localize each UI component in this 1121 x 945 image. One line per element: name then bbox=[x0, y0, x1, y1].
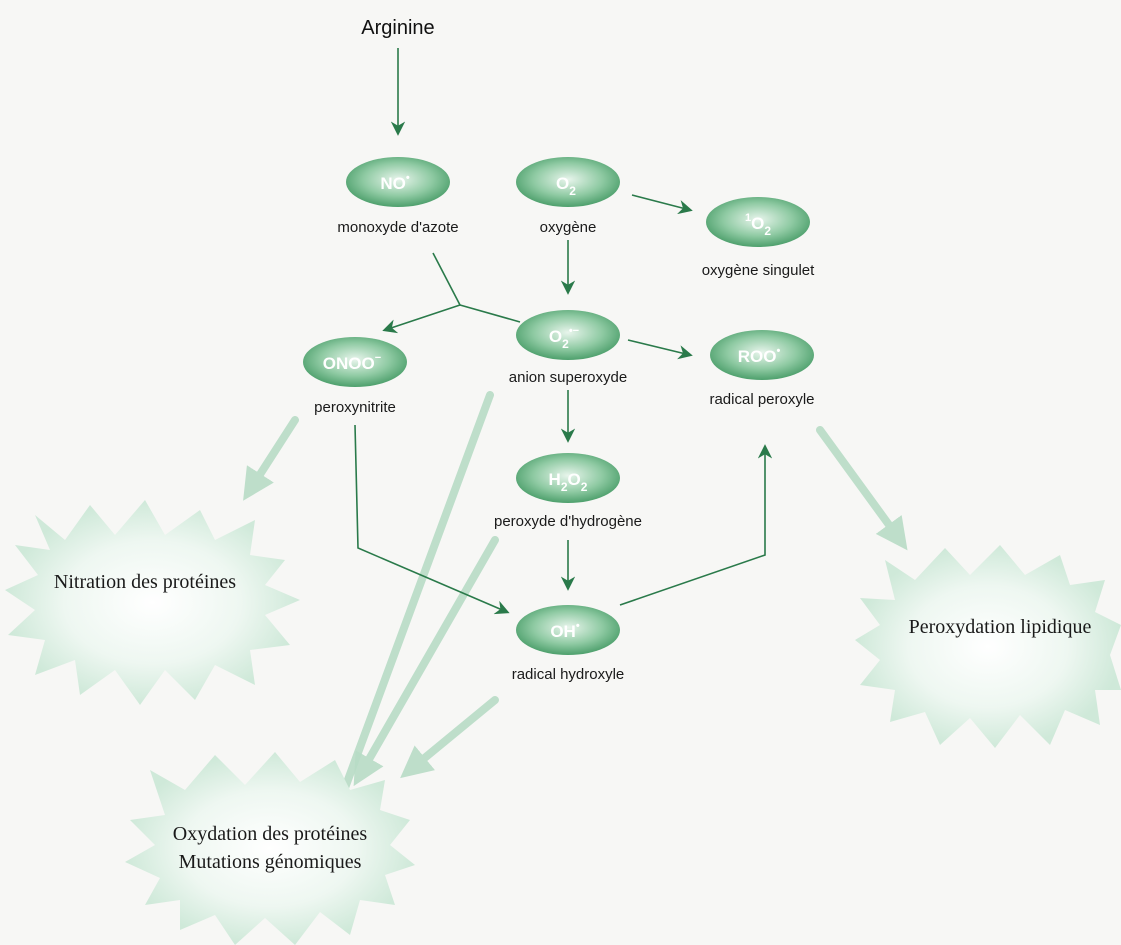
node-hydrogen-peroxide: H2O2 peroxyde d'hydrogène bbox=[494, 453, 642, 530]
arrow-to-peroxynitrite bbox=[382, 304, 461, 334]
node-hydroxyl-radical: OH• radical hydroxyle bbox=[512, 605, 625, 683]
node-ellipse bbox=[706, 197, 810, 247]
arrow-o2-singlet bbox=[631, 194, 693, 215]
oxidation-label-1: Oxydation des protéines bbox=[173, 823, 368, 845]
node-nitric-oxide: NO• monoxyde d'azote bbox=[337, 157, 459, 236]
nitration-label: Nitration des protéines bbox=[54, 571, 236, 593]
node-superoxide: O2•− anion superoxyde bbox=[509, 310, 627, 386]
node-ellipse bbox=[303, 337, 407, 387]
no-symbol: NO• bbox=[380, 172, 410, 193]
branch-superoxide bbox=[459, 304, 521, 323]
arrow-to-peroxidation bbox=[816, 426, 908, 551]
node-peroxyl-radical: ROO• radical peroxyle bbox=[709, 330, 815, 408]
node-ellipse bbox=[516, 453, 620, 503]
no-label: monoxyde d'azote bbox=[337, 219, 458, 236]
node-oxygen: O2 oxygène bbox=[516, 157, 620, 236]
roo-symbol: ROO• bbox=[738, 345, 781, 366]
node-ellipse bbox=[516, 605, 620, 655]
singlet-label: oxygène singulet bbox=[702, 262, 815, 279]
arrow-peroxynitrite-oh bbox=[354, 424, 510, 615]
singlet-symbol: 1O2 bbox=[745, 212, 771, 238]
pathway-arrows bbox=[354, 48, 773, 615]
peroxidation-label: Peroxydation lipidique bbox=[909, 616, 1092, 638]
o2-label: oxygène bbox=[540, 219, 597, 236]
oh-label: radical hydroxyle bbox=[512, 666, 625, 683]
arrow-oh-to-oxidation bbox=[400, 696, 499, 779]
effect-arrows bbox=[243, 391, 908, 828]
node-ellipse bbox=[516, 157, 620, 207]
oxidation-label-2: Mutations génomiques bbox=[179, 851, 362, 873]
node-ellipse bbox=[346, 157, 450, 207]
node-singlet-oxygen: 1O2 oxygène singulet bbox=[702, 197, 815, 279]
burst-peroxidation: Peroxydation lipidique bbox=[855, 545, 1121, 748]
onoo-symbol: ONOO− bbox=[323, 352, 381, 373]
node-ellipse bbox=[516, 310, 620, 360]
arrow-h2o2-to-oxidation bbox=[353, 536, 499, 787]
node-ellipse bbox=[710, 330, 814, 380]
burst-oxidation: Oxydation des protéines Mutations génomi… bbox=[125, 752, 415, 945]
branch-no bbox=[432, 252, 461, 306]
arginine-label: Arginine bbox=[361, 17, 434, 39]
arrow-oh-roo bbox=[619, 444, 773, 606]
arrow-superoxide-roo bbox=[627, 339, 693, 360]
superoxide-label: anion superoxyde bbox=[509, 369, 627, 386]
arrow-to-nitration bbox=[243, 416, 299, 501]
h2o2-label: peroxyde d'hydrogène bbox=[494, 513, 642, 530]
node-peroxynitrite: ONOO− peroxynitrite bbox=[303, 337, 407, 416]
burst-nitration: Nitration des protéines bbox=[5, 500, 300, 705]
roo-label: radical peroxyle bbox=[709, 391, 814, 408]
oh-symbol: OH• bbox=[550, 620, 580, 641]
arrow-superoxide-to-oxidation bbox=[326, 391, 494, 828]
peroxynitrite-label: peroxynitrite bbox=[314, 399, 396, 416]
